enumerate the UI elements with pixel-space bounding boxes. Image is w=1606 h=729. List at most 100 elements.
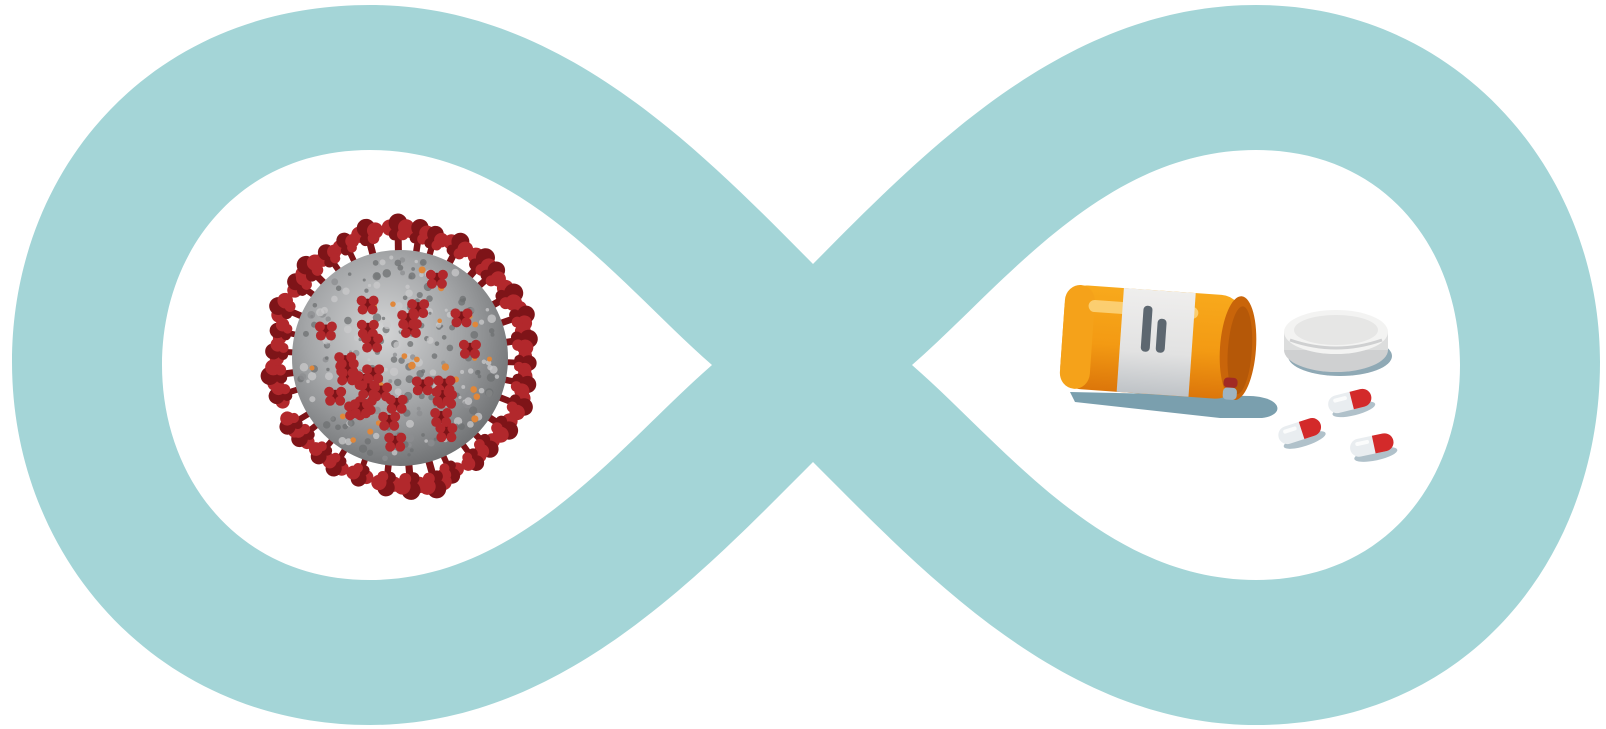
virus-texture-dot — [367, 358, 370, 361]
virus-accent-protein — [419, 266, 426, 273]
virus-accent-protein — [471, 415, 478, 422]
virus-texture-dot — [331, 296, 338, 303]
virus-texture-dot — [383, 333, 386, 336]
virus-texture-dot — [336, 286, 341, 291]
virus-texture-dot — [342, 288, 349, 295]
virus-texture-dot — [309, 396, 315, 402]
virus-accent-protein — [310, 366, 315, 371]
virus-texture-dot — [479, 388, 485, 394]
virus-texture-dot — [325, 316, 330, 321]
virus-texture-dot — [487, 314, 496, 323]
virus-texture-dot — [420, 259, 427, 266]
virus-texture-dot — [478, 375, 482, 379]
virus-texture-dot — [405, 285, 409, 289]
virus-texture-dot — [436, 322, 442, 328]
virus-texture-dot — [447, 345, 454, 352]
bottle-pill-red — [1223, 377, 1238, 388]
virus-texture-dot — [373, 260, 379, 266]
virus-texture-dot — [326, 343, 330, 347]
virus-texture-dot — [331, 278, 338, 285]
virus-texture-dot — [428, 440, 435, 447]
virus-accent-protein — [350, 437, 356, 443]
virus-texture-dot — [434, 438, 437, 441]
virus-texture-dot — [405, 290, 412, 297]
virus-texture-dot — [388, 379, 392, 383]
virus-texture-dot — [395, 302, 403, 310]
virus-texture-dot — [382, 317, 385, 320]
virus-texture-dot — [321, 307, 328, 314]
virus-texture-dot — [452, 269, 460, 277]
virus-texture-dot — [482, 359, 487, 364]
virus-texture-dot — [395, 388, 402, 395]
virus-texture-dot — [479, 319, 484, 324]
virus-accent-protein — [437, 319, 442, 324]
virus-texture-dot — [373, 433, 379, 439]
virus-texture-dot — [460, 296, 467, 303]
virus-accent-protein — [487, 357, 492, 362]
virus-texture-dot — [400, 270, 405, 275]
virus-accent-protein — [390, 301, 396, 307]
virus-texture-dot — [476, 370, 480, 374]
virus-texture-dot — [430, 369, 437, 376]
virus-texture-dot — [393, 342, 400, 349]
virus-texture-dot — [313, 303, 318, 308]
virus-texture-dot — [458, 423, 465, 430]
virus-texture-dot — [330, 416, 336, 422]
virus-texture-dot — [325, 356, 329, 360]
virus-texture-dot — [427, 337, 434, 344]
virus-texture-dot — [373, 272, 381, 280]
virus-texture-dot — [382, 455, 388, 461]
bottle-cap — [1284, 310, 1392, 376]
virus-texture-dot — [307, 311, 315, 319]
virus-texture-dot — [470, 331, 478, 339]
virus-texture-dot — [395, 260, 402, 267]
virus-accent-protein — [367, 429, 373, 435]
virus-texture-dot — [465, 397, 473, 405]
virus-texture-dot — [367, 450, 373, 456]
virus-texture-dot — [417, 407, 421, 411]
virus-texture-dot — [487, 373, 495, 381]
virus-texture-dot — [421, 433, 425, 437]
virus-accent-protein — [408, 362, 416, 370]
virus-texture-dot — [299, 373, 306, 380]
virus-accent-protein — [442, 363, 449, 370]
virus-accent-protein — [473, 393, 480, 400]
virus-accent-protein — [414, 357, 420, 363]
virus-texture-dot — [406, 434, 414, 442]
virus-texture-dot — [389, 256, 393, 260]
virus-accent-protein — [472, 322, 478, 328]
virus-texture-dot — [383, 269, 391, 277]
virus-texture-dot — [432, 353, 438, 359]
virus-texture-dot — [359, 445, 367, 453]
virus-texture-dot — [339, 437, 347, 445]
virus-texture-dot — [344, 325, 352, 333]
bottle-pill-white — [1222, 387, 1237, 400]
virus-texture-dot — [390, 368, 398, 376]
virus-texture-dot — [308, 372, 316, 380]
virus-accent-protein — [470, 386, 477, 393]
virus-texture-dot — [364, 289, 368, 293]
virus-texture-dot — [344, 317, 352, 325]
virus-texture-dot — [468, 368, 473, 373]
virus-texture-dot — [365, 438, 371, 444]
virus-texture-dot — [335, 424, 341, 430]
virus-accent-protein — [402, 353, 408, 359]
virus-texture-dot — [300, 363, 308, 371]
virus-texture-dot — [410, 448, 414, 452]
virus-texture-dot — [490, 366, 498, 374]
virus-texture-dot — [485, 388, 493, 396]
virus-texture-dot — [368, 284, 371, 287]
virus-texture-dot — [363, 278, 366, 281]
virus-texture-dot — [419, 273, 424, 278]
virus-texture-dot — [373, 282, 380, 289]
virus-texture-dot — [394, 379, 401, 386]
virus-texture-dot — [326, 368, 329, 371]
virus-texture-dot — [442, 335, 447, 340]
virus-texture-dot — [380, 259, 386, 265]
virus-texture-dot — [406, 420, 414, 428]
virus-texture-dot — [495, 374, 499, 378]
virus-texture-dot — [424, 439, 428, 443]
virus-texture-dot — [347, 419, 354, 426]
virus-texture-dot — [306, 380, 310, 384]
